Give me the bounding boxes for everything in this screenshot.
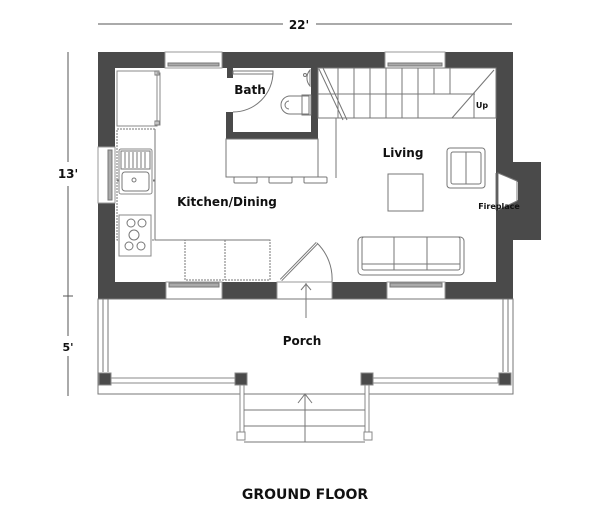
window-top-left	[164, 51, 223, 69]
coffee-table	[387, 173, 424, 212]
house-depth-label: 13'	[58, 167, 78, 181]
fireplace-hearth	[497, 172, 518, 211]
bath-sink	[303, 68, 311, 88]
porch-steps	[236, 384, 373, 443]
window-left	[97, 146, 116, 204]
front-door[interactable]	[276, 241, 333, 318]
room-label-porch: Porch	[283, 334, 322, 348]
exterior-walls	[98, 52, 541, 299]
refrigerator	[116, 70, 161, 127]
porch-depth-label: 5'	[62, 341, 73, 354]
armchair	[446, 147, 486, 189]
sofa	[357, 236, 465, 276]
kitchen-sink	[118, 148, 153, 195]
kitchen-island	[225, 138, 328, 184]
stove	[118, 214, 152, 257]
width-dimension-label: 22'	[289, 18, 309, 32]
depth-dimension	[63, 52, 73, 396]
window-bottom-right	[386, 281, 446, 300]
staircase	[317, 67, 497, 178]
room-label-bath: Bath	[234, 83, 266, 97]
room-label-fireplace: Fireplace	[478, 202, 520, 211]
window-top-right	[384, 51, 446, 69]
toilet	[280, 94, 312, 116]
room-label-kitchen-dining: Kitchen/Dining	[177, 195, 277, 209]
bath-walls	[226, 68, 318, 139]
plan-title: GROUND FLOOR	[242, 487, 369, 503]
bath-door[interactable]	[232, 70, 274, 113]
porch	[97, 298, 514, 395]
stairs-up-label: Up	[476, 101, 488, 110]
window-bottom-left	[165, 281, 223, 300]
room-label-living: Living	[383, 146, 424, 160]
